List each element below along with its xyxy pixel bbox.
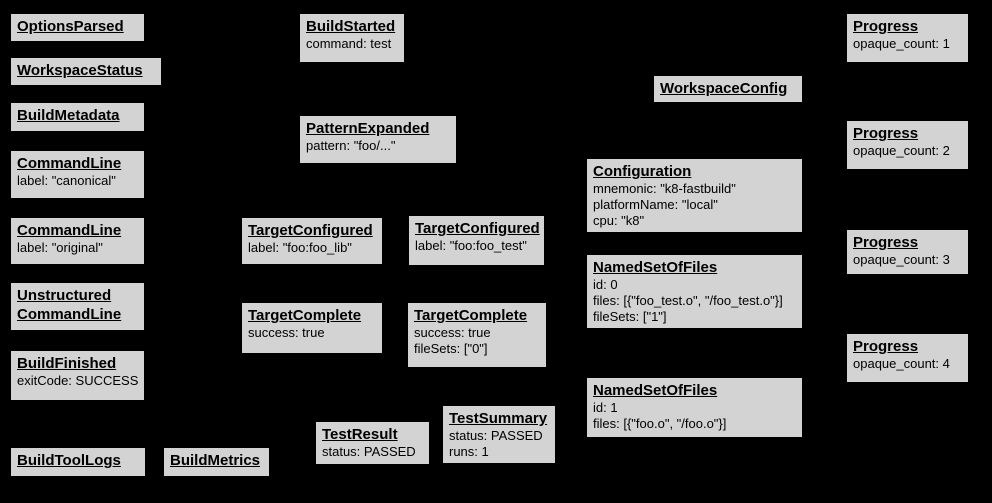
node-detail: opaque_count: 2 — [853, 143, 950, 158]
node-title: BuildToolLogs — [17, 452, 121, 469]
node-detail: success: true — [414, 325, 491, 340]
node-detail: opaque_count: 3 — [853, 252, 950, 267]
node-detail: label: "foo:foo_test" — [415, 238, 527, 253]
node-detail: fileSets: ["0"] — [414, 341, 488, 356]
node-title: NamedSetOfFiles — [593, 259, 718, 276]
node-build-metadata: BuildMetadata — [10, 102, 145, 132]
node-title: Progress — [853, 125, 919, 142]
node-build-metrics: BuildMetrics — [163, 447, 270, 477]
node-detail: status: PASSED — [322, 444, 416, 459]
node-title: TargetConfigured — [415, 220, 540, 237]
node-workspace-config: WorkspaceConfig — [653, 75, 803, 103]
node-detail: command: test — [306, 36, 392, 51]
node-detail: opaque_count: 4 — [853, 356, 950, 371]
node-detail: id: 1 — [593, 400, 618, 415]
node-title: BuildFinished — [17, 355, 117, 372]
node-detail: files: [{"foo_test.o", "/foo_test.o"}] — [593, 293, 783, 308]
node-detail: mnemonic: "k8-fastbuild" — [593, 181, 736, 196]
node-title: NamedSetOfFiles — [593, 382, 718, 399]
node-title: BuildStarted — [306, 18, 396, 35]
node-title: TargetComplete — [248, 307, 362, 324]
node-build-tool-logs: BuildToolLogs — [10, 447, 146, 477]
node-title: TestSummary — [449, 410, 548, 427]
node-detail: status: PASSED — [449, 428, 543, 443]
node-options-parsed: OptionsParsed — [10, 13, 145, 42]
node-title: CommandLine — [17, 222, 122, 239]
node-title: BuildMetrics — [170, 452, 261, 469]
node-workspace-status: WorkspaceStatus — [10, 57, 162, 86]
node-title: Progress — [853, 338, 919, 355]
node-detail: pattern: "foo/..." — [306, 138, 396, 153]
node-detail: runs: 1 — [449, 444, 489, 459]
node-detail: fileSets: ["1"] — [593, 309, 667, 324]
node-title: OptionsParsed — [17, 18, 124, 35]
node-title: Progress — [853, 234, 919, 251]
node-detail: success: true — [248, 325, 325, 340]
node-detail: opaque_count: 1 — [853, 36, 950, 51]
node-title: TestResult — [322, 426, 398, 443]
node-detail: label: "foo:foo_lib" — [248, 240, 352, 255]
node-title: TargetComplete — [414, 307, 528, 324]
node-title: Configuration — [593, 163, 692, 180]
node-detail: cpu: "k8" — [593, 213, 645, 228]
node-title: BuildMetadata — [17, 107, 120, 124]
node-title: TargetConfigured — [248, 222, 373, 239]
node-detail: id: 0 — [593, 277, 618, 292]
node-detail: label: "original" — [17, 240, 103, 255]
node-detail: label: "canonical" — [17, 173, 116, 188]
node-title: PatternExpanded — [306, 120, 430, 137]
node-title: WorkspaceConfig — [660, 80, 788, 97]
node-title: WorkspaceStatus — [17, 62, 143, 79]
node-detail: files: [{"foo.o", "/foo.o"}] — [593, 416, 727, 431]
node-title: Progress — [853, 18, 919, 35]
node-detail: platformName: "local" — [593, 197, 718, 212]
node-detail: exitCode: SUCCESS — [17, 373, 139, 388]
node-title: CommandLine — [17, 155, 122, 172]
